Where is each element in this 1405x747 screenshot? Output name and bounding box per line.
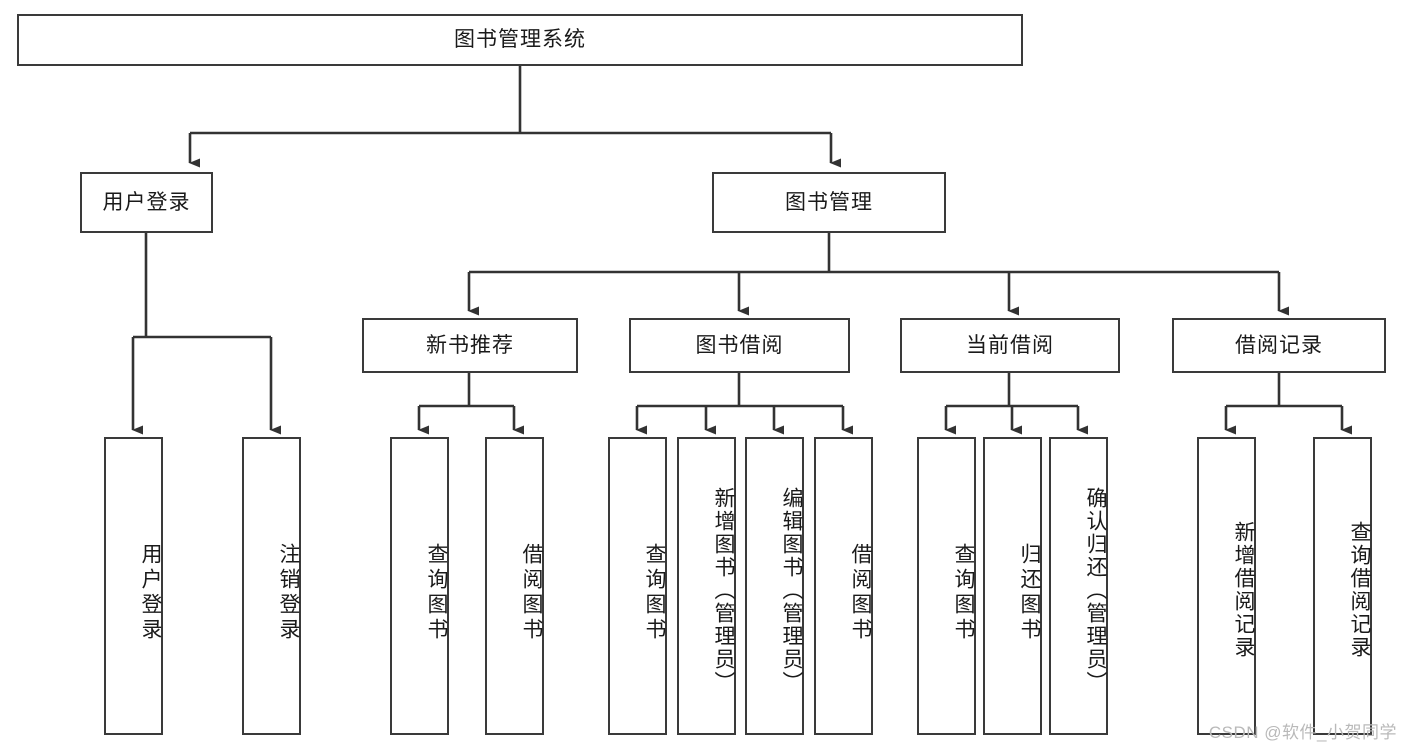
node-leaf-add-book[interactable]: 新增图书（管理员） [677, 437, 736, 735]
node-leaf-return-book[interactable]: 归还图书 [983, 437, 1042, 735]
node-book-manage-label: 图书管理 [785, 190, 873, 214]
node-root[interactable]: 图书管理系统 [17, 14, 1023, 66]
node-leaf-add-record[interactable]: 新增借阅记录 [1197, 437, 1256, 735]
node-current-borrow-label: 当前借阅 [966, 333, 1054, 357]
node-leaf-return-book-label: 归还图书 [1018, 543, 1041, 643]
node-leaf-add-record-label: 新增借阅记录 [1232, 521, 1255, 659]
node-book-manage[interactable]: 图书管理 [712, 172, 946, 233]
node-new-book-rec[interactable]: 新书推荐 [362, 318, 578, 373]
node-leaf-logout-label: 注销登录 [277, 543, 300, 643]
node-leaf-user-login[interactable]: 用户登录 [104, 437, 163, 735]
node-leaf-borrow-book-2[interactable]: 借阅图书 [814, 437, 873, 735]
node-current-borrow[interactable]: 当前借阅 [900, 318, 1120, 373]
node-borrow-record-label: 借阅记录 [1235, 333, 1323, 357]
node-leaf-query-record[interactable]: 查询借阅记录 [1313, 437, 1372, 735]
node-leaf-user-login-label: 用户登录 [139, 543, 162, 643]
node-leaf-add-book-label: 新增图书（管理员） [712, 486, 735, 694]
node-new-book-rec-label: 新书推荐 [426, 333, 514, 357]
node-user-login[interactable]: 用户登录 [80, 172, 213, 233]
node-user-login-label: 用户登录 [102, 190, 191, 214]
node-leaf-edit-book[interactable]: 编辑图书（管理员） [745, 437, 804, 735]
node-leaf-query-book-2-label: 查询图书 [643, 543, 666, 643]
node-leaf-borrow-book-1-label: 借阅图书 [520, 543, 543, 643]
node-book-borrow[interactable]: 图书借阅 [629, 318, 850, 373]
node-leaf-query-book-3[interactable]: 查询图书 [917, 437, 976, 735]
node-leaf-query-book-1[interactable]: 查询图书 [390, 437, 449, 735]
node-leaf-query-book-3-label: 查询图书 [952, 543, 975, 643]
node-leaf-logout[interactable]: 注销登录 [242, 437, 301, 735]
node-leaf-edit-book-label: 编辑图书（管理员） [780, 486, 803, 694]
node-leaf-query-book-1-label: 查询图书 [425, 543, 448, 643]
watermark-text: CSDN @软件_小贺同学 [1208, 723, 1397, 742]
node-book-borrow-label: 图书借阅 [695, 333, 784, 357]
node-leaf-confirm-return-label: 确认归还（管理员） [1084, 486, 1107, 694]
node-borrow-record[interactable]: 借阅记录 [1172, 318, 1386, 373]
node-leaf-query-record-label: 查询借阅记录 [1348, 521, 1371, 659]
node-leaf-borrow-book-2-label: 借阅图书 [849, 543, 872, 643]
node-leaf-query-book-2[interactable]: 查询图书 [608, 437, 667, 735]
node-leaf-confirm-return[interactable]: 确认归还（管理员） [1049, 437, 1108, 735]
node-leaf-borrow-book-1[interactable]: 借阅图书 [485, 437, 544, 735]
node-root-label: 图书管理系统 [454, 28, 586, 52]
